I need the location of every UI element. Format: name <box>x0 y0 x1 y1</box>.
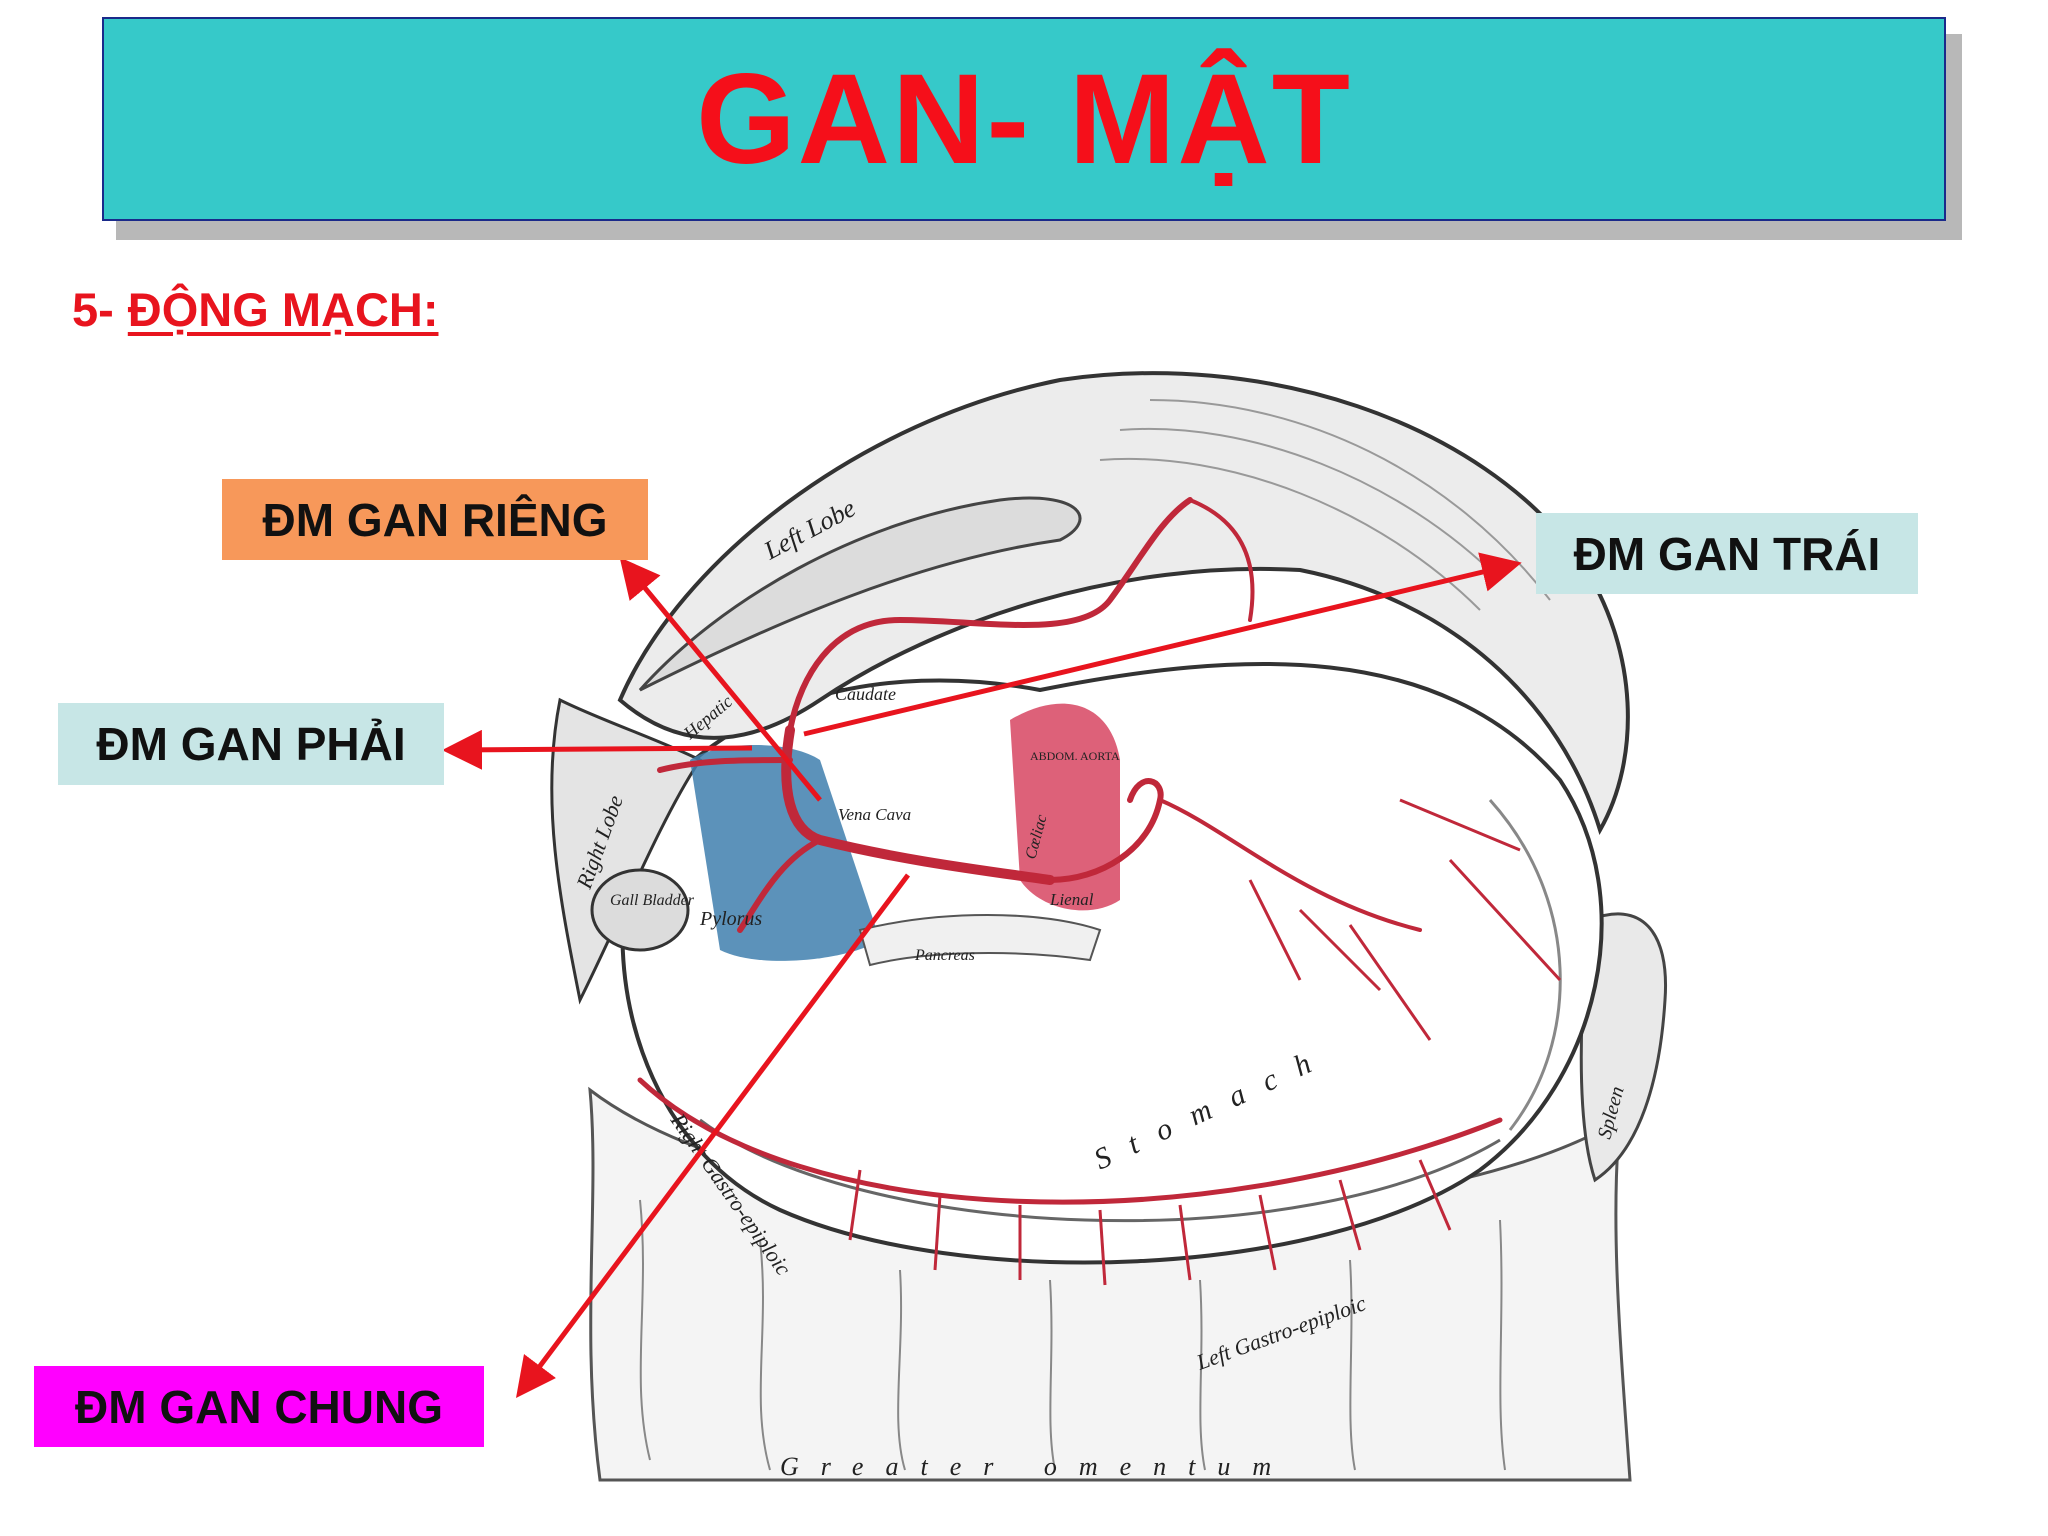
section-title: ĐỘNG MẠCH: <box>127 283 439 336</box>
vena-cava <box>690 745 880 961</box>
liver <box>617 371 1630 836</box>
gall-bladder-text: Gall Bladder <box>610 892 695 909</box>
greater-omentum-text: Greater omentum <box>780 1452 1293 1481</box>
slide-title: GAN- MẬT <box>696 47 1352 191</box>
section-number: 5- <box>72 283 114 336</box>
artery-branches <box>848 798 1562 1286</box>
gall-bladder <box>590 868 690 952</box>
arteries <box>637 497 1503 1205</box>
lienal-text: Lienal <box>1049 890 1094 909</box>
pancreas-text: Pancreas <box>914 947 975 964</box>
label-left-hepatic-artery: ĐM GAN TRÁI <box>1536 513 1918 594</box>
aorta-text: ABDOM. AORTA <box>1030 749 1120 763</box>
title-banner: GAN- MẬT <box>102 17 1946 221</box>
liver-shading <box>1099 399 1551 611</box>
section-heading: 5-ĐỘNG MẠCH: <box>72 282 438 337</box>
abdominal-aorta <box>1010 703 1120 911</box>
label-common-hepatic-artery: ĐM GAN CHUNG <box>34 1366 484 1447</box>
omentum-folds <box>639 1199 1506 1471</box>
arrow-proper-hepatic <box>619 557 822 802</box>
arrow-left-hepatic <box>803 552 1522 737</box>
arrow-right-hepatic <box>442 729 753 770</box>
label-right-hepatic-artery: ĐM GAN PHẢI <box>58 703 444 785</box>
pancreas <box>858 914 1102 967</box>
caudate-text: Caudate <box>835 684 896 704</box>
label-proper-hepatic-artery: ĐM GAN RIÊNG <box>222 479 648 560</box>
vena-cava-text: Vena Cava <box>838 805 911 824</box>
arrow-common-hepatic <box>516 873 911 1399</box>
pointer-arrows <box>442 552 1522 1399</box>
spleen <box>1579 912 1668 1183</box>
pylorus-text: Pylorus <box>699 908 762 930</box>
